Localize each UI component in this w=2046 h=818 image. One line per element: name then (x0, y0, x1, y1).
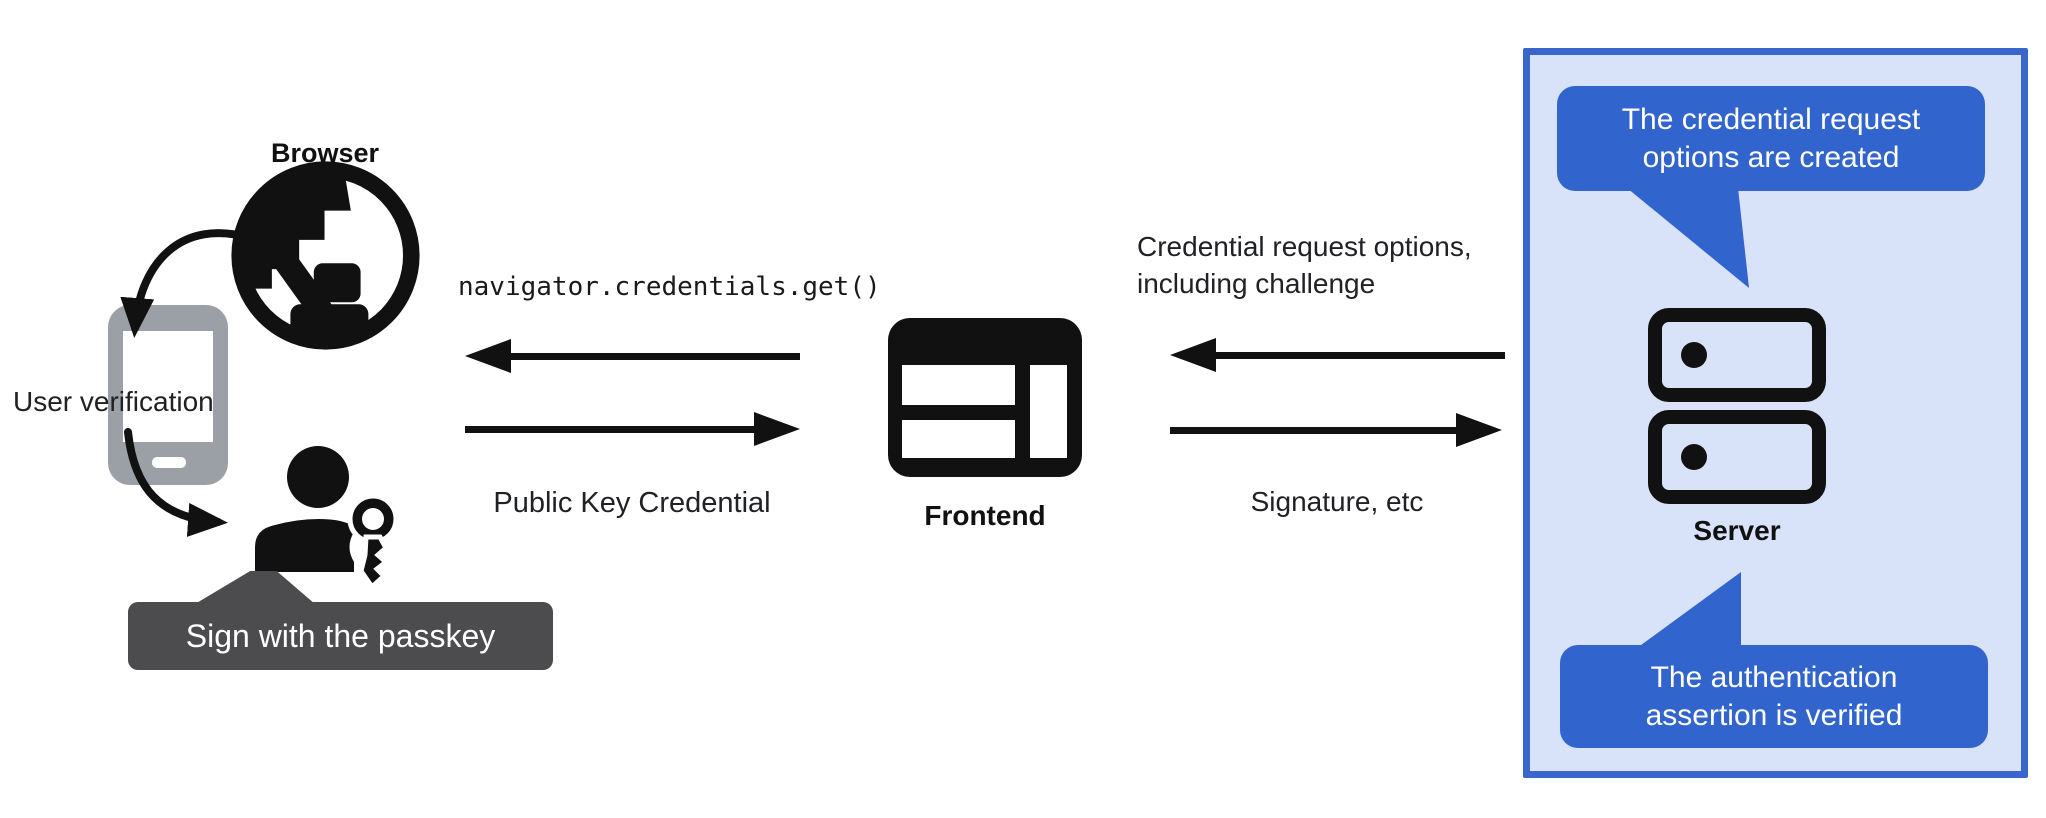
browser-globe-icon (231, 161, 420, 350)
frontend-window-icon (888, 318, 1082, 477)
frontend-window-pane (1030, 365, 1067, 458)
arrow-frontend-to-server-line (1170, 427, 1462, 434)
credential-request-options-line1: Credential request options, (1137, 231, 1472, 262)
bubble-top-tail (1627, 188, 1749, 288)
public-key-credential-label: Public Key Credential (493, 487, 771, 519)
person-passkey-icon (255, 446, 399, 591)
signature-label: Signature, etc (1250, 486, 1424, 517)
arrow-browser-to-frontend-line (465, 426, 760, 433)
bubble-bottom-line2: assertion is verified (1645, 698, 1903, 732)
credentials-get-code-label: navigator.credentials.get() (458, 272, 881, 302)
server-label: Server (1693, 515, 1781, 546)
credential-request-options-label: Credential request options, including ch… (1137, 228, 1472, 302)
user-verification-flow-arrows (120, 229, 254, 537)
user-verification-label: User verification (13, 386, 214, 417)
phone-screen (123, 331, 213, 442)
bubble-top-line2: options are created (1642, 140, 1900, 174)
assertion-verified-bubble: The authentication assertion is verified (1560, 645, 1988, 748)
bubble-top-line1: The credential request (1621, 102, 1921, 136)
arrow-server-to-frontend-head (1170, 338, 1216, 372)
curved-arrow-globe-to-phone-icon (120, 229, 254, 338)
arrow-frontend-to-browser-head (465, 339, 511, 373)
arrow-frontend-to-browser-line (505, 353, 800, 360)
frontend-window-pane (902, 365, 1015, 405)
arrow-browser-to-frontend-head (754, 412, 800, 446)
frontend-label: Frontend (924, 500, 1046, 531)
arrow-frontend-to-server-head (1456, 413, 1502, 447)
phone-home-bar (152, 457, 186, 468)
bubble-bottom-tail (1637, 572, 1741, 648)
frontend-window-pane (902, 420, 1015, 458)
bubble-bottom-line1: The authentication (1650, 660, 1898, 694)
server-panel: The credential request options are creat… (1523, 48, 2028, 778)
passkey-tooltip: Sign with the passkey (128, 602, 553, 670)
server-icon (1648, 308, 1826, 504)
curved-arrow-phone-to-user-icon (124, 428, 228, 537)
credential-options-created-bubble: The credential request options are creat… (1557, 86, 1985, 191)
credential-request-options-line2: including challenge (1137, 268, 1376, 299)
arrow-server-to-frontend-line (1210, 352, 1505, 359)
